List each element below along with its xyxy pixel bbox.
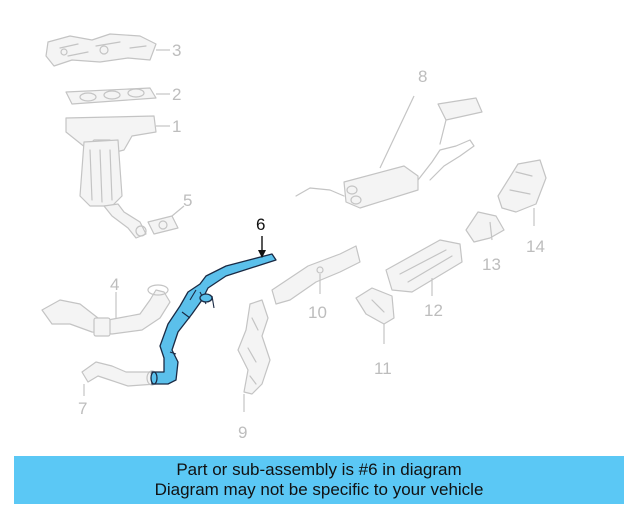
callout-1[interactable]: 1 bbox=[172, 117, 181, 136]
leader-8 bbox=[379, 95, 415, 169]
callout-3[interactable]: 3 bbox=[172, 41, 181, 60]
callout-6[interactable]: 6 bbox=[256, 215, 265, 234]
callout-10[interactable]: 10 bbox=[308, 303, 327, 322]
callout-13[interactable]: 13 bbox=[482, 255, 501, 274]
callout-14[interactable]: 14 bbox=[526, 237, 545, 256]
part-5-gasket[interactable] bbox=[147, 215, 179, 235]
callout-7[interactable]: 7 bbox=[78, 399, 87, 418]
callout-12[interactable]: 12 bbox=[424, 301, 443, 320]
part-8-muffler[interactable] bbox=[295, 97, 483, 209]
callout-9[interactable]: 9 bbox=[238, 423, 247, 442]
part-4-front-pipe[interactable] bbox=[41, 284, 171, 337]
part-2-gasket[interactable] bbox=[65, 87, 157, 105]
leader-5 bbox=[171, 205, 185, 217]
callout-5[interactable]: 5 bbox=[183, 191, 192, 210]
exhaust-parts-diagram: 3 2 1 5 4 7 bbox=[41, 33, 547, 442]
caption-line-1: Part or sub-assembly is #6 in diagram bbox=[176, 460, 462, 479]
part-12-heat-shield[interactable] bbox=[385, 239, 463, 293]
callout-11[interactable]: 11 bbox=[374, 359, 392, 378]
callout-2[interactable]: 2 bbox=[172, 85, 181, 104]
caption-banner: Part or sub-assembly is #6 in diagram Di… bbox=[14, 456, 624, 504]
part-6-intermediate-pipe[interactable] bbox=[150, 253, 277, 385]
caption-line-2: Diagram may not be specific to your vehi… bbox=[154, 480, 484, 499]
part-14-hanger[interactable] bbox=[497, 159, 547, 213]
leader-13 bbox=[489, 221, 493, 241]
part-13-bracket[interactable] bbox=[465, 211, 505, 243]
leader-6-arrow-icon bbox=[258, 250, 266, 258]
part-9-heat-shield[interactable] bbox=[237, 299, 271, 395]
part-10-heat-shield[interactable] bbox=[271, 245, 361, 305]
part-1-exhaust-manifold[interactable] bbox=[65, 115, 157, 239]
callout-4[interactable]: 4 bbox=[110, 275, 119, 294]
part-3-heat-shield[interactable] bbox=[45, 33, 157, 67]
part-7-connector-pipe[interactable] bbox=[81, 361, 158, 387]
callout-8[interactable]: 8 bbox=[418, 67, 427, 86]
part-11-hanger-bracket[interactable] bbox=[355, 287, 395, 325]
